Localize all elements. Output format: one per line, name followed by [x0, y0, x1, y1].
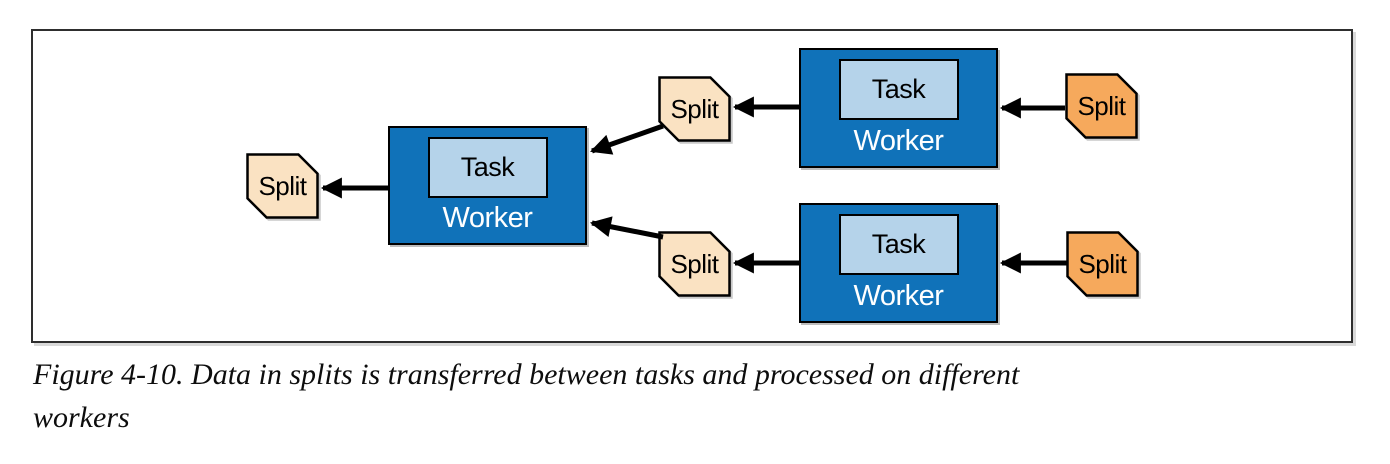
- split-label: Split: [1078, 248, 1127, 279]
- split-label: Split: [670, 93, 719, 124]
- task-label: Task: [871, 229, 926, 259]
- split-label: Split: [258, 170, 307, 201]
- task-label: Task: [871, 74, 926, 104]
- split-shape-top-right: Split: [1065, 73, 1138, 139]
- figure-caption-line2: workers: [33, 401, 130, 434]
- worker-box-middle: Task Worker: [388, 126, 587, 245]
- task-box: Task: [427, 137, 548, 198]
- worker-label: Worker: [853, 279, 944, 312]
- worker-box-top-right: Task Worker: [799, 48, 998, 168]
- worker-box-bottom-right: Task Worker: [799, 203, 998, 323]
- figure-caption: Figure 4-10. Data in splits is transferr…: [33, 353, 1363, 439]
- split-hexagon-icon: [246, 153, 319, 219]
- figure-caption-line1: Figure 4-10. Data in splits is transferr…: [33, 358, 1020, 391]
- task-box: Task: [838, 59, 959, 120]
- split-hexagon-icon: [1066, 231, 1139, 297]
- task-label: Task: [460, 152, 515, 182]
- task-box: Task: [838, 214, 959, 275]
- split-label: Split: [670, 248, 719, 279]
- split-hexagon-icon: [1065, 73, 1138, 139]
- split-shape-bottom-middle: Split: [658, 231, 731, 297]
- split-hexagon-icon: [658, 231, 731, 297]
- worker-label: Worker: [442, 202, 533, 234]
- split-label: Split: [1077, 90, 1126, 121]
- split-shape-bottom-right: Split: [1066, 231, 1139, 297]
- split-shape-top-middle: Split: [658, 76, 731, 142]
- split-shape-left: Split: [246, 153, 319, 219]
- split-hexagon-icon: [658, 76, 731, 142]
- worker-label: Worker: [853, 124, 944, 157]
